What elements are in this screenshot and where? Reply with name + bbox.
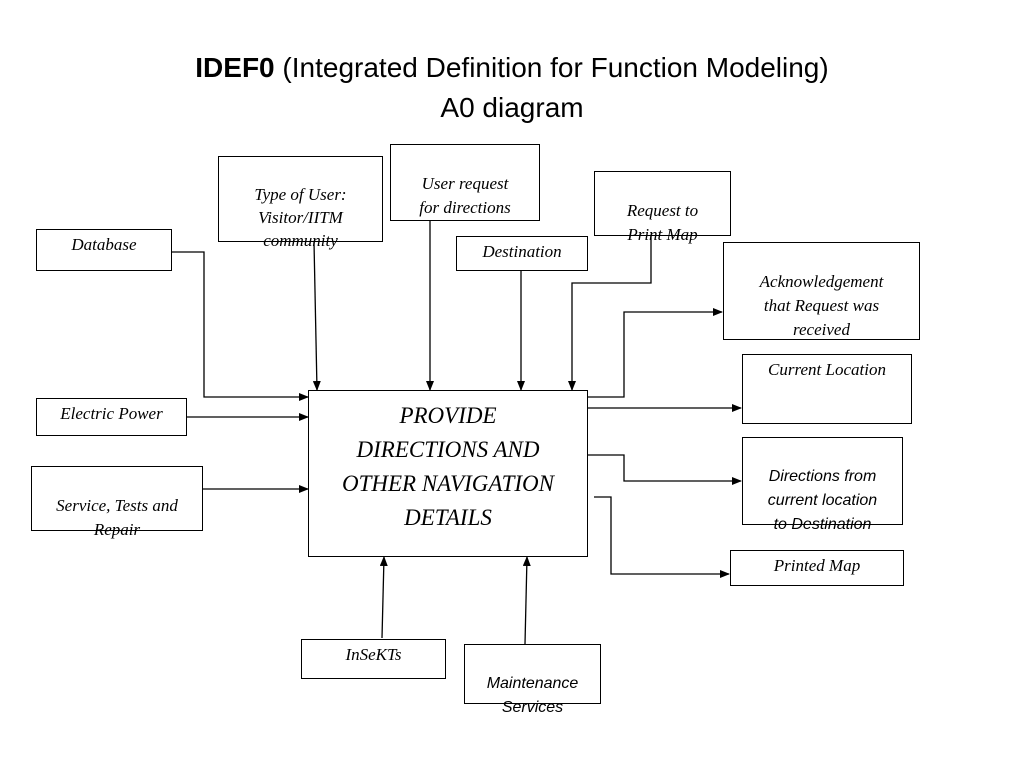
arrow-maintenance xyxy=(522,556,531,645)
maintenance-label: Maintenance Services xyxy=(486,675,579,716)
control-user-request: User request for directions xyxy=(390,144,540,221)
input-service: Service, Tests and Repair xyxy=(31,466,203,539)
output-printed-map: Printed Map xyxy=(730,550,904,586)
directions-label: Directions from current location to Dest… xyxy=(767,468,878,533)
title-bold: IDEF0 xyxy=(195,52,275,83)
arrow-type-of-user xyxy=(312,241,321,391)
current-location-label: Current Location xyxy=(768,360,886,379)
function-box: PROVIDE DIRECTIONS AND OTHER NAVIGATION … xyxy=(308,390,588,557)
title-rest: (Integrated Definition for Function Mode… xyxy=(274,52,829,83)
input-electric-power: Electric Power xyxy=(36,398,187,436)
mechanism-insekts: InSeKTs xyxy=(301,639,446,679)
printed-map-label: Printed Map xyxy=(773,556,861,575)
control-type-of-user: Type of User: Visitor/IITM community xyxy=(218,156,383,250)
electric-power-label: Electric Power xyxy=(60,404,163,423)
type-of-user-label: Type of User: Visitor/IITM community xyxy=(254,185,347,250)
insekts-label: InSeKTs xyxy=(345,645,402,664)
control-request-print: Request to Print Map xyxy=(594,171,731,244)
title-line2: A0 diagram xyxy=(440,92,584,123)
arrow-printed-map xyxy=(594,496,730,578)
input-database: Database xyxy=(36,229,172,271)
output-directions: Directions from current location to Dest… xyxy=(742,437,903,533)
acknowledgement-label: Acknowledgement that Request was receive… xyxy=(759,272,884,339)
database-label: Database xyxy=(71,235,137,254)
arrow-request-print xyxy=(568,236,652,391)
service-label: Service, Tests and Repair xyxy=(56,496,178,539)
diagram-title: IDEF0 (Integrated Definition for Functio… xyxy=(0,48,1024,128)
function-label: PROVIDE DIRECTIONS AND OTHER NAVIGATION … xyxy=(341,403,555,530)
arrow-acknowledgement xyxy=(588,308,723,398)
arrow-directions xyxy=(588,454,742,485)
request-print-label: Request to Print Map xyxy=(626,201,699,244)
arrow-database xyxy=(172,251,309,401)
output-acknowledgement: Acknowledgement that Request was receive… xyxy=(723,242,920,340)
user-request-label: User request for directions xyxy=(419,174,511,217)
mechanism-maintenance: Maintenance Services xyxy=(464,644,601,716)
control-destination: Destination xyxy=(456,236,588,271)
arrow-insekts xyxy=(379,556,388,639)
destination-label: Destination xyxy=(482,242,562,261)
output-current-location: Current Location xyxy=(742,354,912,424)
